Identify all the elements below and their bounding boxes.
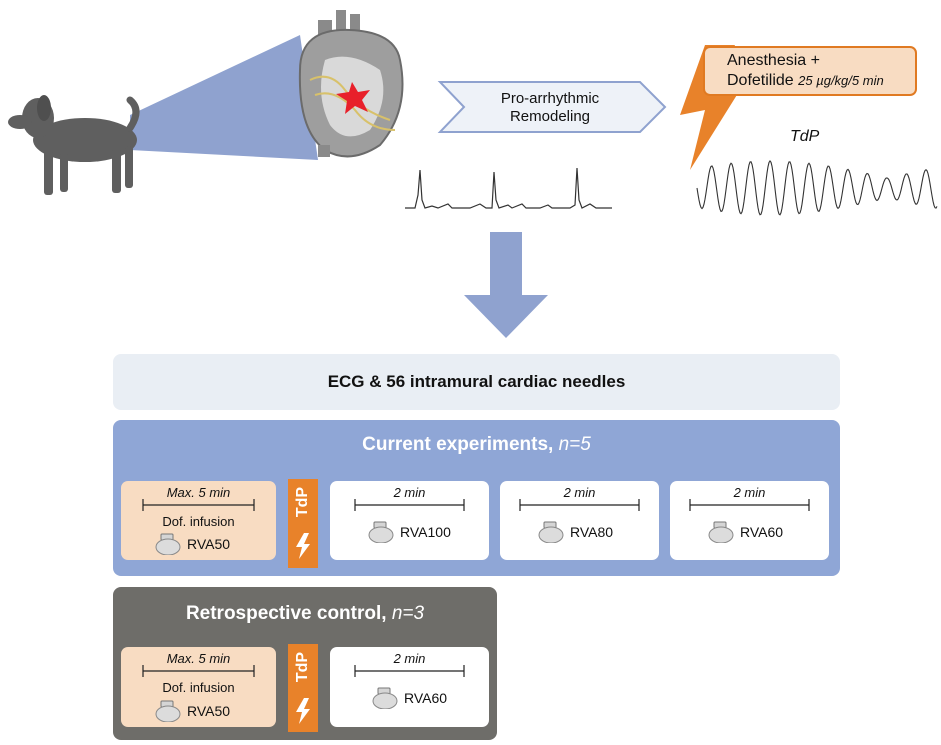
time-bar <box>142 499 255 511</box>
tdp-tag-label: TdP <box>294 651 311 683</box>
retrospective-control-panel: Retrospective control, n=3 Max. 5 min Do… <box>113 587 497 740</box>
dose-label: 25 µg/kg/5 min <box>798 73 884 88</box>
star-icon <box>336 82 370 114</box>
current-title: Current experiments, n=5 <box>113 434 840 456</box>
time-bar <box>689 499 810 511</box>
step-card-3: 2 min RVA60 <box>670 481 829 560</box>
pacemaker-icon <box>155 533 181 555</box>
pacemaker-icon <box>155 700 181 722</box>
pacing-label: RVA60 <box>740 524 784 540</box>
step-card-2: 2 min RVA80 <box>500 481 659 560</box>
time-bar <box>354 665 465 677</box>
time-label: 2 min <box>393 651 426 666</box>
pacemaker-icon <box>372 687 398 709</box>
time-label: 2 min <box>733 485 766 500</box>
down-arrow-icon <box>464 232 548 338</box>
time-label: Max. 5 min <box>166 651 231 666</box>
pacing-label: RVA50 <box>187 536 231 552</box>
step-card-1: 2 min RVA100 <box>330 481 489 560</box>
infusion-label: Dof. infusion <box>162 514 235 529</box>
dog-icon <box>8 95 140 195</box>
pacing-label: RVA100 <box>400 524 451 540</box>
retro-title-text: Retrospective control, <box>185 603 387 624</box>
tdp-tag-label: TdP <box>294 486 311 518</box>
tdp-title: TdP <box>790 128 820 145</box>
retro-n: n=3 <box>391 603 425 624</box>
time-label: Max. 5 min <box>166 485 231 500</box>
pacing-label: RVA50 <box>187 703 231 719</box>
tdp-tag: TdP <box>288 479 318 568</box>
pacemaker-icon <box>708 521 734 543</box>
anesthesia-line2: Dofetilide <box>727 72 794 89</box>
retro-title: Retrospective control, n=3 <box>113 603 497 625</box>
pacemaker-icon <box>368 521 394 543</box>
lightning-icon <box>680 45 740 170</box>
pacing-label: RVA60 <box>404 690 448 706</box>
time-label: 2 min <box>393 485 426 500</box>
anesthesia-box: Anesthesia + Dofetilide 25 µg/kg/5 min <box>703 46 917 96</box>
tdp-tag: TdP <box>288 644 318 732</box>
infusion-card: Max. 5 min Dof. infusion RVA50 <box>121 647 276 727</box>
infusion-label: Dof. infusion <box>162 680 235 695</box>
anesthesia-line1: Anesthesia + <box>727 52 820 69</box>
time-bar <box>142 665 255 677</box>
tdp-waveform <box>696 160 938 216</box>
infusion-card: Max. 5 min Dof. infusion RVA50 <box>121 481 276 560</box>
top-illustration <box>8 10 938 338</box>
lightning-icon <box>296 533 310 559</box>
time-label: 2 min <box>563 485 596 500</box>
heart-icon <box>298 10 404 158</box>
ecg-trace <box>405 167 612 209</box>
pacemaker-icon <box>538 521 564 543</box>
step-card-1: 2 min RVA60 <box>330 647 489 727</box>
lightning-icon <box>296 698 310 724</box>
current-experiments-panel: Current experiments, n=5 Max. 5 min Dof.… <box>113 420 840 576</box>
remodeling-arrow <box>437 81 667 133</box>
ecg-banner: ECG & 56 intramural cardiac needles <box>113 354 840 410</box>
current-n: n=5 <box>558 434 591 455</box>
remodeling-label: Pro-arrhythmic Remodeling <box>500 90 600 125</box>
view-beam <box>130 35 318 160</box>
time-bar <box>354 499 465 511</box>
time-bar <box>519 499 640 511</box>
pacing-label: RVA80 <box>570 524 614 540</box>
current-title-text: Current experiments, <box>362 434 554 455</box>
